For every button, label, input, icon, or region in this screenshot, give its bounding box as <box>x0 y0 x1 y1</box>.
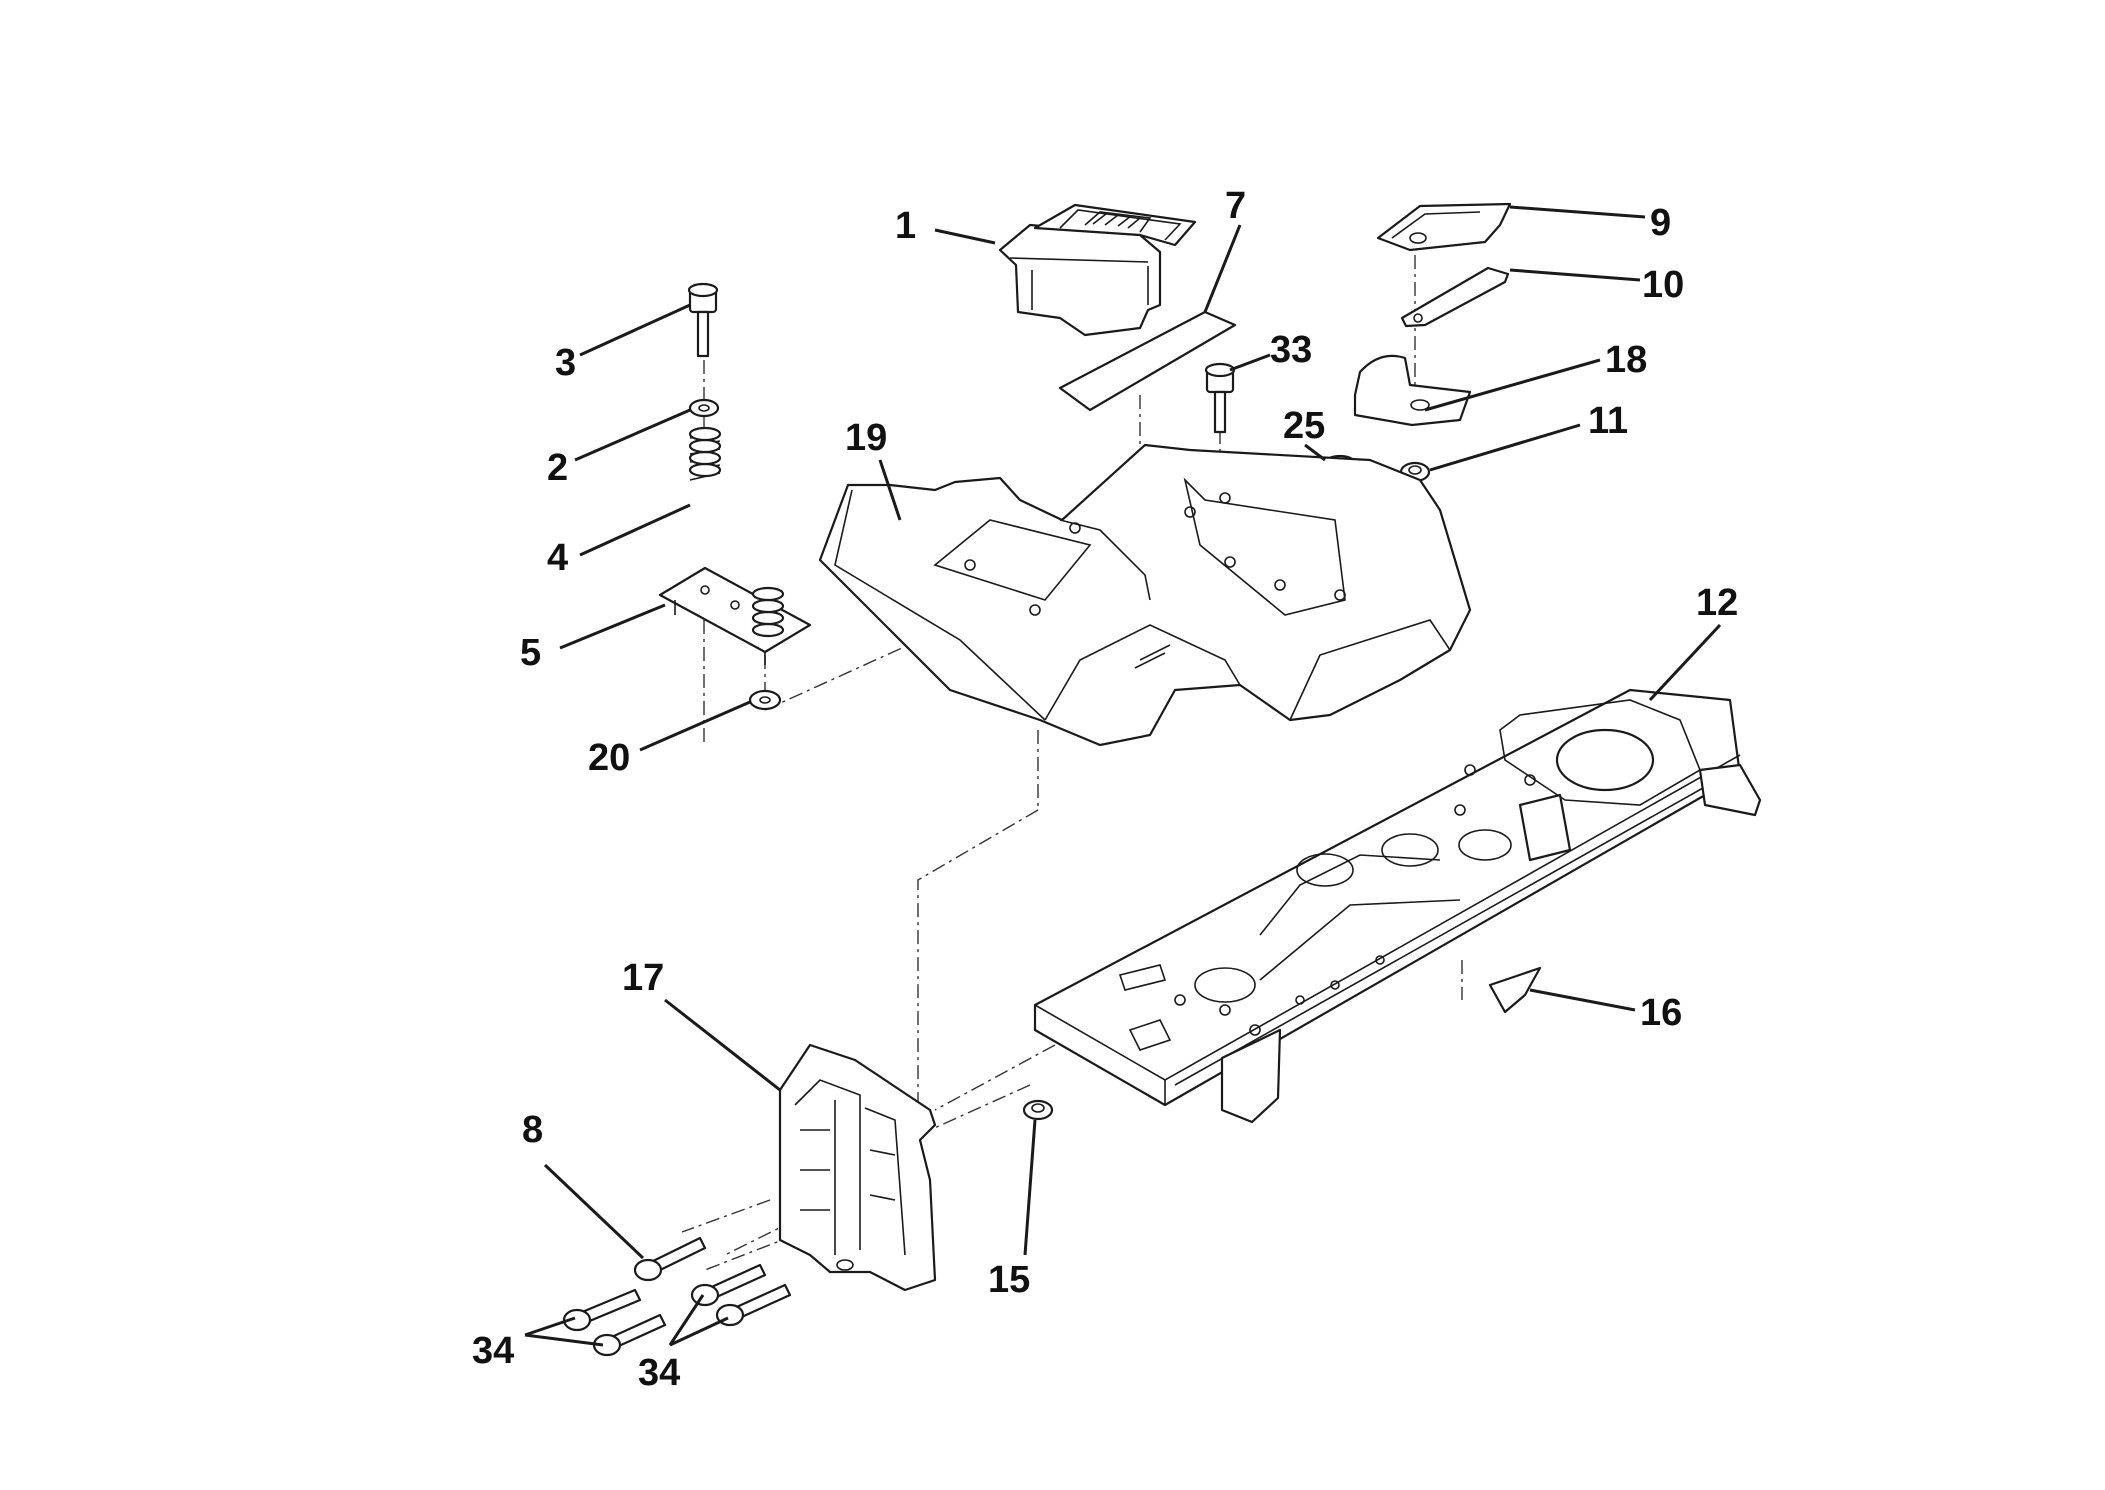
callout-33: 33 <box>1270 329 1312 371</box>
callout-18: 18 <box>1605 339 1647 381</box>
callout-25: 25 <box>1283 405 1325 447</box>
callout-11: 11 <box>1588 400 1628 442</box>
callout-5: 5 <box>520 632 541 674</box>
leader-lines <box>524 205 1722 1347</box>
callout-16: 16 <box>1640 992 1682 1034</box>
callout-1: 1 <box>895 205 916 247</box>
callout-12: 12 <box>1696 582 1738 624</box>
part-1-storage-tray <box>998 203 1197 337</box>
part-8-bolt <box>633 1236 707 1282</box>
part-4-spring <box>688 426 722 481</box>
part-2-washer <box>688 398 720 418</box>
callout-17: 17 <box>622 957 664 999</box>
callout-15: 15 <box>988 1259 1030 1301</box>
part-16-clip <box>1488 966 1542 1014</box>
part-12-frame <box>1033 688 1762 1124</box>
callout-10: 10 <box>1642 264 1684 306</box>
callout-34-right: 34 <box>638 1352 680 1394</box>
callout-8: 8 <box>522 1109 543 1151</box>
callout-19: 19 <box>845 417 887 459</box>
part-17-bracket <box>778 1043 937 1292</box>
part-19-footrest <box>818 443 1472 747</box>
callout-20: 20 <box>588 737 630 779</box>
part-3-bolt <box>687 282 719 358</box>
callout-4: 4 <box>547 537 568 579</box>
callout-9: 9 <box>1650 202 1671 244</box>
part-15-nut <box>1022 1099 1054 1121</box>
callout-34-left: 34 <box>472 1330 514 1372</box>
callout-7: 7 <box>1225 185 1246 227</box>
callout-labels: 1 2 3 4 5 7 8 9 10 11 12 15 16 17 18 19 … <box>472 185 1738 1394</box>
part-20-washer <box>748 689 782 711</box>
part-7-pad <box>1058 310 1237 412</box>
callout-2: 2 <box>547 447 568 489</box>
part-33-bolt <box>1204 362 1236 434</box>
callout-3: 3 <box>555 342 576 384</box>
part-10-plate <box>1400 266 1510 328</box>
part-9-bracket <box>1376 202 1512 252</box>
part-18-clamp <box>1353 354 1472 427</box>
part-5-spring-plate <box>658 566 812 665</box>
